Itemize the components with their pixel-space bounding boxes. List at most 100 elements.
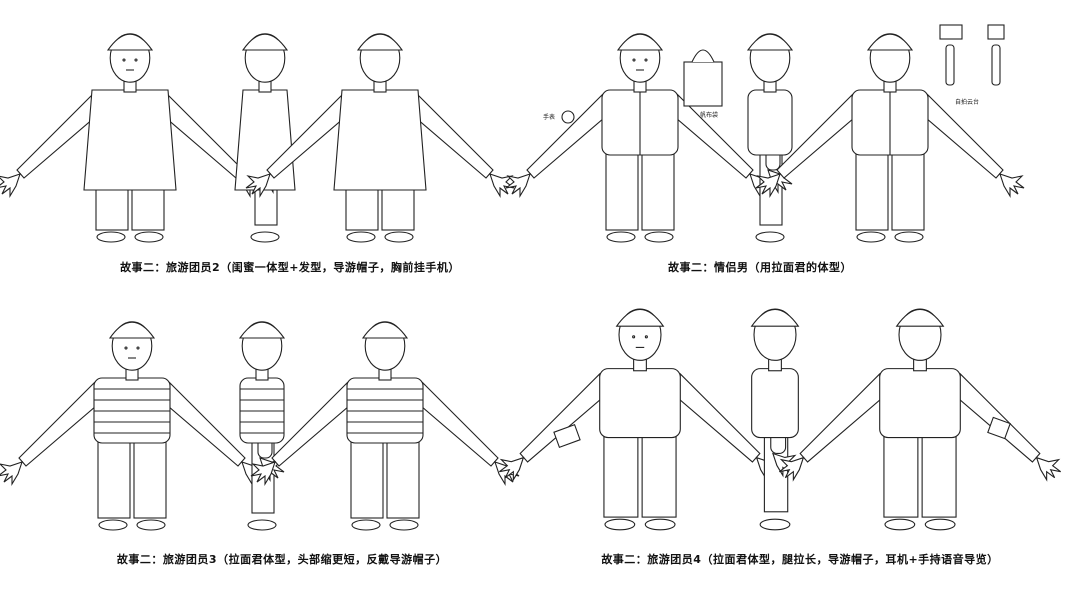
shoe [884,518,916,531]
label-canvas-bag: 帆布袋 [700,112,719,119]
hand [245,173,271,198]
character-front-view [499,308,781,531]
shoe [346,231,376,243]
cap-hat [750,309,800,327]
dress [83,89,177,191]
cap-hat [361,321,409,339]
shoe [644,518,676,531]
torso [747,89,793,156]
shoe [389,519,419,531]
hand [999,173,1025,198]
eye [134,58,138,62]
shoe [644,231,674,243]
dress [333,89,427,191]
cap-hat [108,321,156,339]
left-arm [18,381,97,467]
cap-hat [106,33,154,51]
hand [0,173,21,198]
eye [644,58,648,62]
cap-hat [356,33,404,51]
right-arm [925,93,1004,179]
hand [250,461,276,486]
audio-guide-device [987,416,1011,440]
left-leg [883,426,919,518]
right-arm [675,93,754,179]
label-selfie-gimbal: 自拍云台 [955,99,980,106]
hand [499,456,525,482]
right-arm [165,93,244,179]
caption-member-4: 故事二：旅游团员4（拉面君体型，腿拉长，导游帽子，耳机+手持语音导览） [601,553,999,566]
cap-hat [746,33,794,51]
phone-on-gimbal [987,24,1005,40]
shoe [856,231,886,243]
right-arm [420,381,499,467]
cap-hat [615,309,665,327]
character-side-view [238,321,286,531]
label-watch: 手表 [543,114,556,121]
shoe [247,519,277,531]
cap-hat [616,33,664,51]
left-arm [526,93,605,179]
torso [879,368,961,439]
character-back-view [245,33,515,243]
left-leg [855,144,889,231]
right-arm [677,372,761,463]
torso [751,368,799,439]
hand [0,461,23,486]
cap-hat [241,33,289,51]
cap-hat [238,321,286,339]
canvas-bag-icon [683,61,723,107]
watch-icon [561,110,575,124]
right-arm [415,93,494,179]
phone-on-gimbal [939,24,963,40]
left-arm [519,372,603,463]
right-leg [133,432,167,519]
eye [644,335,648,339]
eye [122,58,126,62]
shoe [606,231,636,243]
selfie-gimbal-icon [945,44,955,86]
shoe [98,519,128,531]
shoe [134,231,164,243]
shoe [759,518,791,531]
eye [632,58,636,62]
character-front-view [0,33,265,243]
character-back-view [250,321,520,531]
cap-hat [895,309,945,327]
character-side-view [746,33,794,243]
character-side-view [750,308,800,531]
right-leg [891,144,925,231]
shoe [384,231,414,243]
caption-couple-male: 故事二：情侣男（用拉面君的体型） [668,261,852,274]
left-arm [799,372,883,463]
shoe [604,518,636,531]
bag-handle [691,49,715,63]
left-leg [97,432,131,519]
shoe [924,518,956,531]
torso [599,368,681,439]
hand [1035,456,1061,482]
right-leg [641,144,675,231]
dress [234,89,296,191]
caption-member-3: 故事二：旅游团员3（拉面君体型，头部缩更短，反戴导游帽子） [116,553,448,566]
right-arm [167,381,246,467]
eye [124,346,128,350]
character-front-view [505,33,775,243]
right-leg [641,426,677,518]
eye [136,346,140,350]
character-side-view [234,33,296,243]
shoe [250,231,280,243]
right-leg [921,426,957,518]
audio-guide-device [553,424,581,448]
character-back-view [755,33,1025,243]
left-leg [605,144,639,231]
eye [632,335,636,339]
character-front-view [0,321,267,531]
cap-hat [866,33,914,51]
left-arm [16,93,95,179]
left-leg [350,432,384,519]
shoe [755,231,785,243]
left-leg [603,426,639,518]
